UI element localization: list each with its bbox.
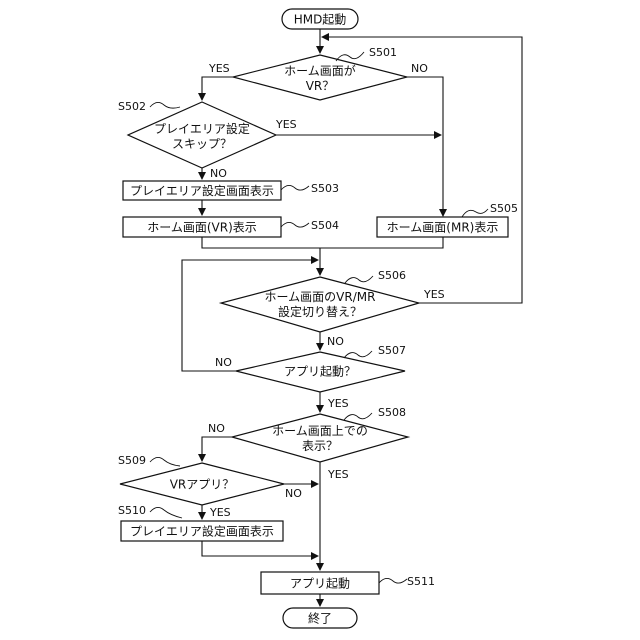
s502-step-label: S502 (118, 100, 146, 113)
s506-no-label: NO (327, 335, 344, 348)
s505-step-label: S505 (490, 202, 518, 215)
end-terminal: 終了 (283, 608, 357, 628)
s504-text: ホーム画面(VR)表示 (147, 221, 257, 235)
decision-s508: ホーム画面上での 表示？ (232, 414, 408, 462)
edge-s501-yes (202, 77, 233, 100)
s509-text: VRアプリ？ (170, 478, 235, 492)
s508-step-label: S508 (378, 406, 406, 419)
s507-leader (344, 351, 372, 358)
start-label: HMD起動 (294, 13, 347, 27)
s506-text-line1: ホーム画面のVR/MR (265, 290, 376, 304)
s510-leader (150, 507, 182, 518)
s508-yes-label: YES (327, 468, 349, 481)
edge-s501-no (407, 77, 443, 216)
s504-step-label: S504 (311, 219, 339, 232)
s505-leader (462, 209, 488, 217)
decision-s502: プレイエリア設定 スキップ？ (128, 102, 276, 168)
decision-s509: VRアプリ？ (120, 463, 284, 505)
s507-text: アプリ起動？ (284, 365, 356, 379)
s510-text: プレイエリア設定画面表示 (130, 524, 274, 539)
s501-no-label: NO (411, 62, 428, 75)
s508-no-label: NO (208, 422, 225, 435)
s509-no-label: NO (285, 487, 302, 500)
s502-text-line1: プレイエリア設定 (154, 121, 250, 136)
edge-s508-no (202, 437, 232, 461)
s507-step-label: S507 (378, 344, 406, 357)
start-terminal: HMD起動 (282, 9, 358, 29)
s502-no-label: NO (210, 167, 227, 180)
s502-text-line2: スキップ？ (172, 137, 232, 151)
process-s503: プレイエリア設定画面表示 (123, 181, 281, 200)
process-s504: ホーム画面(VR)表示 (123, 217, 281, 237)
process-s511: アプリ起動 (261, 572, 379, 594)
s506-leader (345, 276, 373, 283)
s511-step-label: S511 (407, 575, 435, 588)
end-label: 終了 (308, 611, 332, 626)
s503-text: プレイエリア設定画面表示 (130, 183, 274, 198)
s501-text-line1: ホーム画面が (284, 63, 356, 78)
edge-s505-to-merge (320, 237, 443, 248)
s511-leader (379, 578, 407, 583)
s506-text-line2: 設定切り替え？ (278, 304, 362, 319)
s503-leader (281, 185, 309, 190)
s501-yes-label: YES (208, 62, 230, 75)
s507-yes-label: YES (327, 397, 349, 410)
s501-step-label: S501 (369, 46, 397, 59)
s506-step-label: S506 (378, 269, 406, 282)
s508-leader (344, 413, 372, 420)
process-s505: ホーム画面(MR)表示 (377, 217, 508, 237)
s501-text-line2: VR？ (306, 79, 335, 93)
s502-leader (150, 102, 180, 108)
s508-text-line1: ホーム画面上での (272, 424, 368, 438)
s507-no-label: NO (215, 356, 232, 369)
s510-step-label: S510 (118, 504, 146, 517)
s503-step-label: S503 (311, 182, 339, 195)
s506-yes-label: YES (423, 288, 445, 301)
s509-leader (150, 457, 180, 466)
s502-yes-label: YES (275, 118, 297, 131)
decision-s501: ホーム画面が VR？ (233, 55, 407, 100)
s505-text: ホーム画面(MR)表示 (387, 221, 499, 235)
decision-s506: ホーム画面のVR/MR 設定切り替え？ (221, 277, 419, 332)
s511-text: アプリ起動 (290, 577, 350, 591)
s504-leader (281, 222, 309, 227)
decision-s507: アプリ起動？ (236, 352, 405, 392)
s509-step-label: S509 (118, 454, 146, 467)
s509-yes-label: YES (209, 506, 231, 519)
s508-text-line2: 表示？ (302, 439, 338, 453)
edge-s510-to-join (202, 541, 318, 556)
process-s510: プレイエリア設定画面表示 (121, 521, 283, 541)
edge-s504-to-merge (202, 237, 320, 248)
